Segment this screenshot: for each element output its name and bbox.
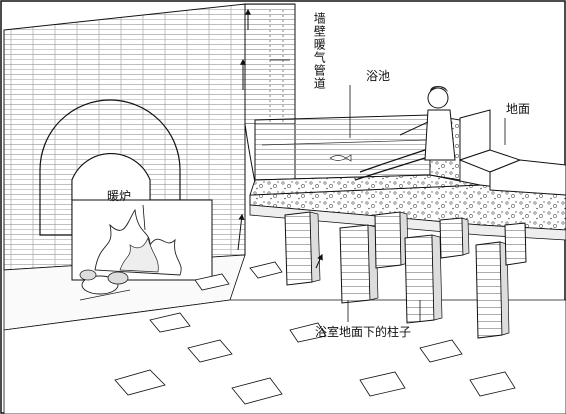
pillar xyxy=(285,212,320,285)
label-wall-duct: 墙壁暖气管道 xyxy=(312,12,325,90)
pillar xyxy=(505,223,526,265)
label-ground: 地面 xyxy=(506,103,530,115)
pillar xyxy=(375,212,408,268)
pillar xyxy=(340,225,378,303)
pillar xyxy=(476,242,509,338)
label-pillars: 浴室地面下的柱子 xyxy=(315,326,411,338)
pillar xyxy=(440,218,469,258)
label-furnace: 暖炉 xyxy=(107,190,131,202)
ground-platform xyxy=(460,110,566,195)
label-bath-pool: 浴池 xyxy=(366,70,390,82)
pillar xyxy=(405,235,442,323)
